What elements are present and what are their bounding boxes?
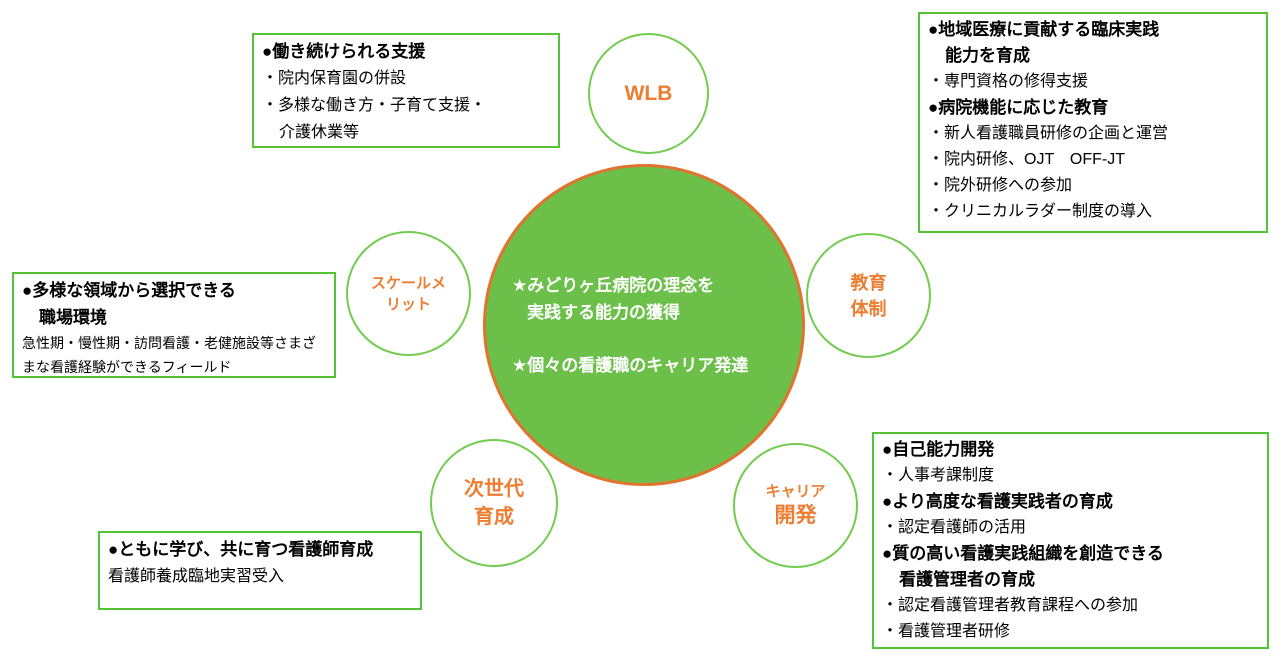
circle-wlb-label: WLB — [624, 81, 673, 105]
next-generation-heading: ●ともに学び、共に育つ看護師育成 — [108, 540, 374, 559]
next-generation-item: 看護師養成臨地実習受入 — [108, 568, 285, 585]
education-item: ・クリニカルラダー制度の導入 — [928, 203, 1153, 220]
circle-wlb: WLB — [588, 33, 709, 154]
work-field-heading: 職場環境 — [39, 308, 107, 327]
work-support-item: ・院内保育園の併設 — [262, 70, 407, 87]
circle-scale-merit-line2: リット — [385, 295, 431, 313]
circle-education-system-line1: 教育 — [850, 272, 887, 293]
career-dev-heading: 看護管理者の育成 — [899, 570, 1035, 589]
work-support-box: ●働き続けられる支援 ・院内保育園の併設 ・多様な働き方・子育て支援・ 介護休業… — [252, 33, 560, 148]
education-item: ・新人看護職員研修の企画と運営 — [928, 125, 1169, 142]
career-dev-heading: ●自己能力開発 — [882, 440, 995, 459]
circle-next-generation: 次世代 育成 — [430, 439, 558, 567]
career-dev-heading: ●より高度な看護実践者の育成 — [882, 492, 1113, 511]
circle-education-system: 教育 体制 — [806, 233, 931, 358]
work-field-item: 急性期・慢性期・訪問看護・老健施設等さまざ — [22, 335, 316, 351]
career-dev-item: ・人事考課制度 — [882, 467, 995, 484]
center-goal-line2: 実践する能力の獲得 — [527, 302, 680, 322]
circle-scale-merit: スケールメ リット — [346, 231, 471, 356]
career-dev-item: ・認定看護管理者教育課程への参加 — [882, 597, 1139, 614]
circle-next-generation-line1: 次世代 — [464, 478, 524, 500]
circle-career-development-line2: 開発 — [774, 503, 817, 527]
career-dev-item: ・看護管理者研修 — [882, 623, 1011, 640]
career-dev-heading: ●質の高い看護実践組織を創造できる — [882, 544, 1164, 563]
career-dev-item: ・認定看護師の活用 — [882, 519, 1027, 536]
career-development-box: ●自己能力開発 ・人事考課制度 ●より高度な看護実践者の育成 ・認定看護師の活用… — [872, 432, 1269, 649]
next-generation-box: ●ともに学び、共に育つ看護師育成 看護師養成臨地実習受入 — [98, 531, 422, 610]
education-heading: 能力を育成 — [945, 46, 1030, 65]
circle-education-system-line2: 体制 — [850, 298, 887, 319]
work-support-item: ・多様な働き方・子育て支援・ — [262, 97, 487, 114]
circle-career-development: キャリア 開発 — [733, 443, 858, 568]
circle-career-development-line1: キャリア — [765, 482, 826, 500]
work-field-item: まな看護経験ができるフィールド — [22, 359, 232, 375]
center-goal-circle: ★みどりヶ丘病院の理念を 実践する能力の獲得 ★個々の看護職のキャリア発達 — [483, 164, 805, 486]
work-field-box: ●多様な領域から選択できる 職場環境 急性期・慢性期・訪問看護・老健施設等さまざ… — [12, 272, 336, 378]
work-support-heading: ●働き続けられる支援 — [262, 42, 426, 61]
education-heading: ●病院機能に応じた教育 — [928, 98, 1109, 117]
circle-scale-merit-line1: スケールメ — [370, 274, 446, 292]
circle-next-generation-line2: 育成 — [474, 506, 514, 528]
center-goal-line3: ★個々の看護職のキャリア発達 — [512, 355, 749, 375]
center-goal-line1: ★みどりヶ丘病院の理念を — [512, 275, 715, 295]
education-item: ・院内研修、OJT OFF-JT — [928, 151, 1126, 168]
work-field-heading: ●多様な領域から選択できる — [22, 281, 236, 300]
work-support-item: 介護休業等 — [279, 124, 360, 141]
education-heading: ●地域医療に貢献する臨床実践 — [928, 20, 1160, 39]
education-box: ●地域医療に貢献する臨床実践 能力を育成 ・専門資格の修得支援 ●病院機能に応じ… — [918, 12, 1268, 233]
education-item: ・院外研修への参加 — [928, 177, 1073, 194]
education-item: ・専門資格の修得支援 — [928, 73, 1089, 90]
